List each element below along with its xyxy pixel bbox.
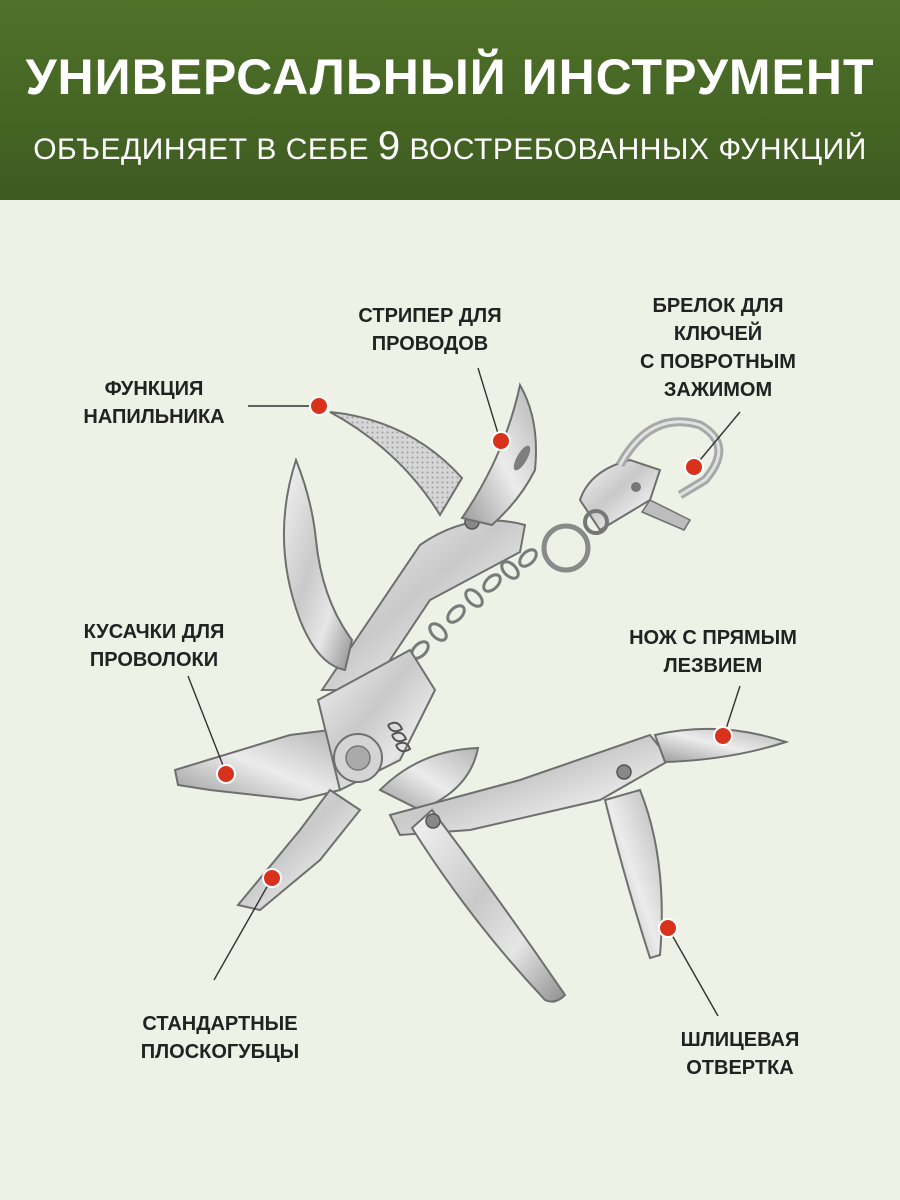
header-banner: УНИВЕРСАЛЬНЫЙ ИНСТРУМЕНТ ОБЪЕДИНЯЕТ В СЕ… bbox=[0, 0, 900, 200]
callout-dot-keychain bbox=[684, 457, 704, 477]
lower-handle bbox=[388, 733, 672, 837]
callout-dot-pliers bbox=[262, 868, 282, 888]
pliers-head bbox=[173, 648, 480, 912]
label-file-function: ФУНКЦИЯ НАПИЛЬНИКА bbox=[83, 378, 225, 428]
lower-plier-handle bbox=[410, 808, 567, 1003]
label-straight-knife: НОЖ С ПРЯМЫМ ЛЕЗВИЕМ bbox=[629, 627, 797, 677]
callout-dot-screwdriver bbox=[658, 918, 678, 938]
callout-dot-file bbox=[309, 396, 329, 416]
keychain-ring bbox=[541, 523, 591, 573]
screwdriver-blade bbox=[603, 788, 663, 960]
callout-dots bbox=[216, 396, 733, 938]
keychain-chain bbox=[410, 548, 538, 660]
label-standard-pliers: СТАНДАРТНЫЕ ПЛОСКОГУБЦЫ bbox=[140, 1013, 300, 1063]
page-title: УНИВЕРСАЛЬНЫЙ ИНСТРУМЕНТ bbox=[25, 49, 875, 105]
callout-dot-stripper bbox=[491, 431, 511, 451]
subtitle-text-after: ВОСТРЕБОВАННЫХ ФУНКЦИЙ bbox=[409, 133, 867, 166]
left-upper-plier-handle bbox=[282, 457, 354, 672]
label-wire-stripper: СТРИПЕР ДЛЯ ПРОВОДОВ bbox=[358, 305, 502, 355]
keychain-clasp bbox=[578, 417, 724, 535]
upper-handle bbox=[320, 514, 527, 691]
page-subtitle: ОБЪЕДИНЯЕТ В СЕБЕ 9 ВОСТРЕБОВАННЫХ ФУНКЦ… bbox=[0, 124, 900, 169]
label-slotted-screwdriver: ШЛИЦЕВАЯ ОТВЕРТКА bbox=[680, 1029, 800, 1079]
file-blade bbox=[329, 411, 464, 517]
stripper-blade bbox=[460, 382, 537, 527]
callout-dot-cutters bbox=[216, 764, 236, 784]
callout-dot-knife bbox=[713, 726, 733, 746]
subtitle-text-before: ОБЪЕДИНЯЕТ В СЕБЕ bbox=[33, 133, 370, 166]
label-keychain: БРЕЛОК ДЛЯ КЛЮЧЕЙ С ПОВРОТНЫМ ЗАЖИМОМ bbox=[640, 295, 796, 401]
label-wire-cutters: КУСАЧКИ ДЛЯ ПРОВОЛОКИ bbox=[83, 621, 225, 671]
subtitle-number: 9 bbox=[377, 124, 401, 168]
